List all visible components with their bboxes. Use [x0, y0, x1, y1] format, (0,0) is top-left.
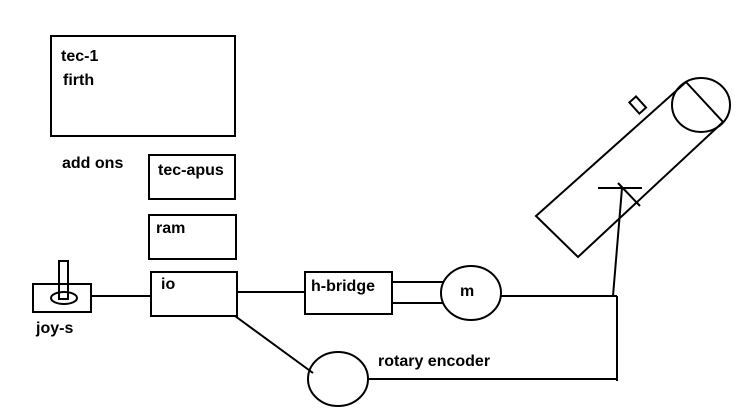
finder-scope: [627, 95, 648, 116]
tec1-title: tec-1: [61, 48, 99, 65]
tec-apus-box: [148, 154, 236, 200]
tec-apus-label: tec-apus: [158, 162, 224, 179]
tec1-subtitle: firth: [63, 72, 95, 89]
motor-circle: [440, 265, 502, 321]
joystick-stick: [58, 260, 69, 300]
tec1-box: [50, 35, 236, 137]
wire-bus-telescope: [612, 187, 623, 297]
telescope-aperture: [671, 77, 731, 133]
mount-cross-b: [617, 182, 641, 207]
wire-io-encoder: [234, 315, 314, 374]
addons-label: add ons: [62, 155, 124, 172]
ram-label: ram: [156, 220, 186, 237]
rotary-encoder-label: rotary encoder: [378, 353, 491, 370]
joystick-label: joy-s: [36, 320, 74, 337]
joystick-knob: [50, 291, 78, 305]
rotary-encoder-circle: [307, 351, 369, 407]
joystick-base: [32, 283, 92, 313]
io-box: [150, 271, 238, 317]
ram-box: [148, 214, 237, 260]
io-label: io: [161, 276, 176, 293]
telescope-tube: [534, 80, 725, 259]
h-bridge-label: h-bridge: [311, 278, 375, 295]
motor-label: m: [460, 283, 475, 300]
